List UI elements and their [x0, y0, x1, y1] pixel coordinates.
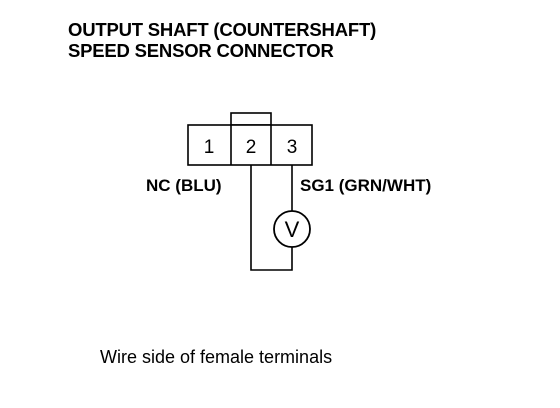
- voltmeter-symbol: V: [285, 217, 300, 242]
- title-line-1: OUTPUT SHAFT (COUNTERSHAFT): [68, 19, 377, 40]
- diagram-title: OUTPUT SHAFT (COUNTERSHAFT) SPEED SENSOR…: [68, 19, 376, 61]
- terminal-2-number: 2: [246, 137, 257, 158]
- connector-housing: [187, 124, 313, 166]
- left-wire-label: NC (BLU): [146, 176, 222, 195]
- voltmeter-icon: [273, 210, 311, 248]
- connector-lock-tab: [230, 112, 272, 126]
- terminal-3-number: 3: [287, 137, 298, 158]
- test-lead-terminal-2: [250, 165, 293, 271]
- right-wire-label: SG1 (GRN/WHT): [300, 176, 432, 195]
- terminal-1-number: 1: [204, 137, 215, 158]
- title-line-2: SPEED SENSOR CONNECTOR: [68, 40, 334, 61]
- diagram-caption: Wire side of female terminals: [100, 347, 333, 367]
